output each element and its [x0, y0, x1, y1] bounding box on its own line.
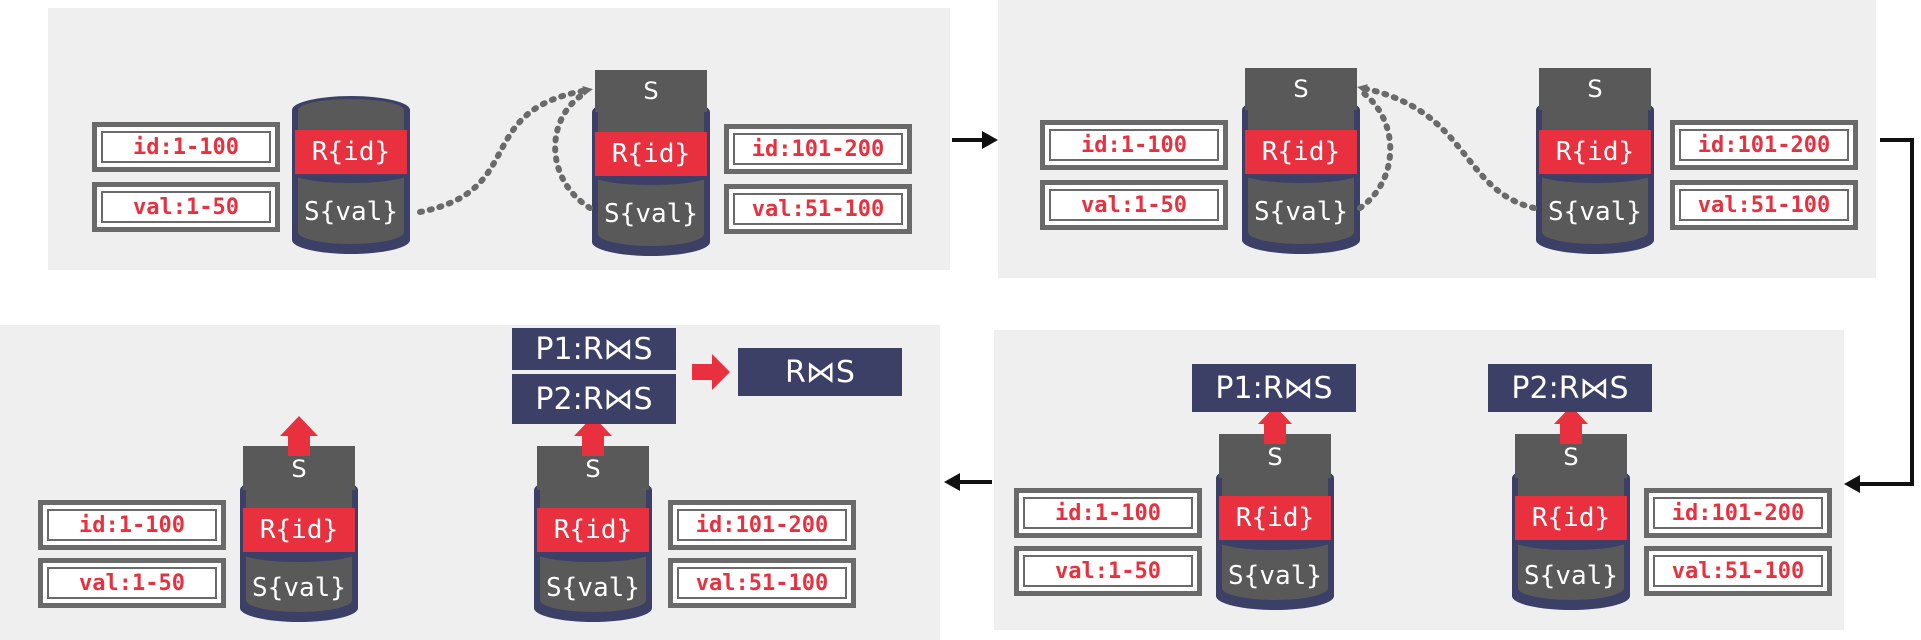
- transfer-arrow-node1-loop: [1357, 89, 1394, 211]
- db-node-2-step2: [1536, 68, 1654, 254]
- s-partition-node2-step2: S{val}: [1548, 197, 1642, 227]
- merge-arrow: [692, 354, 730, 390]
- r-partition-node2-step4: R{id}: [553, 515, 633, 545]
- step-arrow-1-to-2: [952, 131, 998, 149]
- s-partition-node1-step3: S{val}: [1228, 561, 1322, 591]
- db-node-1-step2: [1242, 68, 1360, 254]
- range-id-node2-step2: id:101-200: [1670, 120, 1858, 170]
- s-partition-node2-step4: S{val}: [546, 573, 640, 603]
- s-copy-node2-step4: S: [585, 455, 601, 483]
- r-partition-node1-step4: R{id}: [259, 515, 339, 545]
- transfer-arrow-s-to-node2: [417, 85, 593, 215]
- db-node-1-step1: [292, 96, 410, 254]
- up-arrow-node2-step4: [574, 416, 612, 456]
- up-arrow-node2-step3: [1554, 406, 1588, 444]
- up-arrow-node1-step3: [1258, 406, 1292, 444]
- range-val-node2-step3: val:51-100: [1644, 546, 1832, 596]
- s-copy-node1-step4: S: [291, 455, 307, 483]
- step-arrow-2-to-3: [1844, 138, 1914, 493]
- transfer-arrow-s-to-node1: [1357, 84, 1537, 211]
- db-node-1-step3: [1216, 434, 1334, 610]
- step-arrow-3-to-4: [944, 473, 992, 491]
- stacked-result-p2: P2:R⋈S: [512, 374, 676, 424]
- s-copy-node2-step2: S: [1587, 75, 1603, 103]
- range-val-node2-step1: val:51-100: [724, 184, 912, 234]
- stacked-result-p1: P1:R⋈S: [512, 328, 676, 370]
- r-partition-node2-step1: R{id}: [611, 139, 691, 169]
- range-val-node2-step2: val:51-100: [1670, 180, 1858, 230]
- r-partition-node2-step2: R{id}: [1555, 137, 1635, 167]
- r-partition-node1-step1: R{id}: [311, 137, 391, 167]
- range-val-node1-step3: val:1-50: [1014, 546, 1202, 596]
- s-copy-node1-step2: S: [1293, 75, 1309, 103]
- final-join-result: R⋈S: [738, 348, 902, 396]
- range-id-node1-step3: id:1-100: [1014, 488, 1202, 538]
- range-val-node1-step2: val:1-50: [1040, 180, 1228, 230]
- s-partition-node2-step3: S{val}: [1524, 561, 1618, 591]
- up-arrow-node1-step4: [280, 416, 318, 456]
- range-val-node2-step4: val:51-100: [668, 558, 856, 608]
- range-id-node2-step3: id:101-200: [1644, 488, 1832, 538]
- r-partition-node2-step3: R{id}: [1531, 503, 1611, 533]
- s-partition-node1-step4: S{val}: [252, 573, 346, 603]
- range-val-node1-step1: val:1-50: [92, 182, 280, 232]
- s-partition-node1-step1: S{val}: [304, 197, 398, 227]
- s-partition-node1-step2: S{val}: [1254, 197, 1348, 227]
- s-partition-node2-step1: S{val}: [604, 199, 698, 229]
- transfer-arrow-node2-loop: [552, 92, 593, 211]
- range-id-node2-step4: id:101-200: [668, 500, 856, 550]
- db-node-2-step1: [592, 70, 710, 256]
- range-id-node1-step1: id:1-100: [92, 122, 280, 172]
- s-copy-node2-step1: S: [643, 77, 659, 105]
- r-partition-node1-step3: R{id}: [1235, 503, 1315, 533]
- range-id-node1-step2: id:1-100: [1040, 120, 1228, 170]
- db-node-1-step4: [240, 446, 358, 622]
- range-id-node2-step1: id:101-200: [724, 124, 912, 174]
- partial-result-p1: P1:R⋈S: [1192, 364, 1356, 412]
- range-id-node1-step4: id:1-100: [38, 500, 226, 550]
- r-partition-node1-step2: R{id}: [1261, 137, 1341, 167]
- range-val-node1-step4: val:1-50: [38, 558, 226, 608]
- db-node-2-step4: [534, 446, 652, 622]
- partial-result-p2: P2:R⋈S: [1488, 364, 1652, 412]
- s-copy-node2-step3: S: [1563, 443, 1579, 471]
- s-copy-node1-step3: S: [1267, 443, 1283, 471]
